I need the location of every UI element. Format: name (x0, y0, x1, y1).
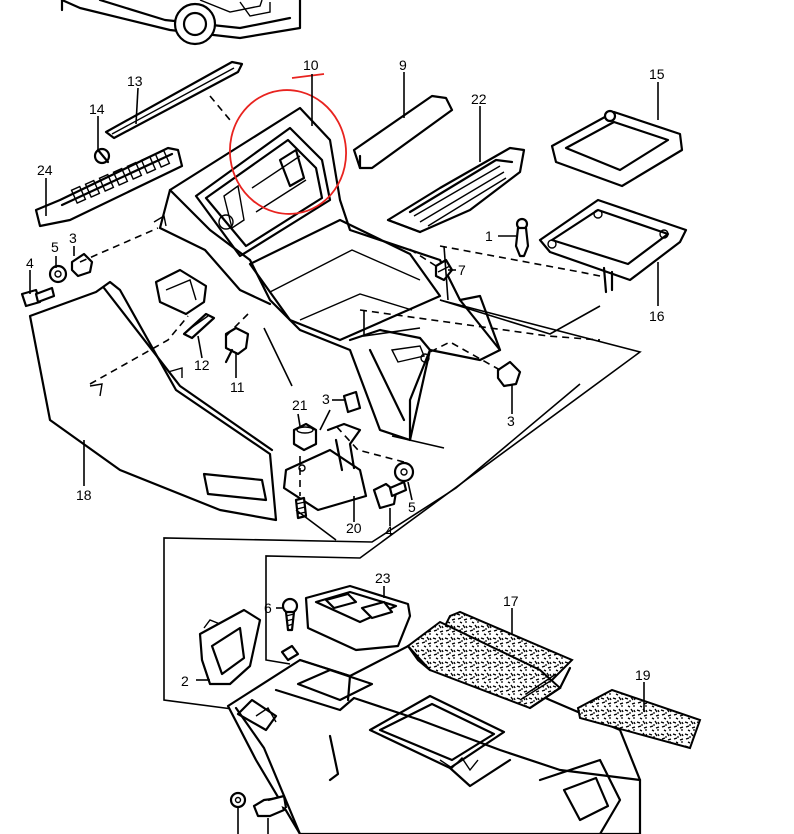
callout-9: 9 (399, 57, 407, 73)
highlight-circle (229, 89, 347, 215)
callout-21: 21 (292, 397, 308, 413)
callout-3b: 3 (322, 391, 330, 407)
callout-4a: 4 (26, 255, 34, 271)
part-3-clip-left (70, 252, 94, 278)
part-11-switch (224, 326, 250, 364)
part-21-nut (292, 422, 318, 452)
part-2-bracket (198, 608, 262, 686)
bottom-screw (252, 794, 288, 818)
callout-23: 23 (375, 570, 391, 586)
bottom-washer (229, 791, 247, 809)
assembly-boundary-lines (163, 245, 642, 711)
part-13-trim-strip (104, 60, 244, 140)
callout-6: 6 (264, 600, 272, 616)
callout-4b: 4 (385, 523, 393, 539)
part-1-knob (514, 217, 530, 258)
part-5-washer-right (393, 461, 415, 483)
part-6-screw (280, 597, 300, 662)
callout-10: 10 (303, 57, 319, 73)
callout-20: 20 (346, 520, 362, 536)
part-22-storage-box (386, 146, 526, 234)
part-20-bracket (282, 390, 368, 512)
callout-16: 16 (649, 308, 665, 324)
callout-24: 24 (37, 162, 53, 178)
part-9-lid (352, 94, 454, 170)
callout-5b: 5 (408, 499, 416, 515)
callout-5a: 5 (51, 239, 59, 255)
callout-1: 1 (485, 228, 493, 244)
part-19-felt-strip (576, 688, 702, 750)
part-23-switch-panel (304, 584, 412, 652)
main-console-body (153, 106, 502, 442)
callout-labels: 10 9 22 15 13 14 24 1 7 4 5 3 16 12 11 2… (26, 57, 665, 689)
callout-15: 15 (649, 66, 665, 82)
highlight-tail (291, 73, 325, 79)
part-3-clip-right (496, 360, 522, 388)
callout-3a: 3 (69, 230, 77, 246)
vehicle-silhouette (60, 0, 302, 46)
callout-3c: 3 (507, 413, 515, 429)
part-4-screw-left (20, 286, 56, 308)
part-16-base-frame (538, 198, 688, 294)
part-24-switch-panel (34, 146, 184, 228)
callout-12: 12 (194, 357, 210, 373)
callout-14: 14 (89, 101, 105, 117)
callout-19: 19 (635, 667, 651, 683)
assembly-lines-upper (79, 95, 601, 496)
part-18-side-panel (28, 280, 278, 522)
lower-console-assembly (226, 638, 642, 834)
part-14-screw (93, 147, 111, 165)
callout-7: 7 (458, 262, 466, 278)
callout-2: 2 (181, 673, 189, 689)
leader-lines (29, 72, 659, 834)
callout-13: 13 (127, 73, 143, 89)
callout-18: 18 (76, 487, 92, 503)
callout-17: 17 (503, 593, 519, 609)
callout-22: 22 (471, 91, 487, 107)
part-15-frame (550, 109, 684, 188)
part-17-felt-inserts (406, 610, 574, 710)
part-12-clip (154, 268, 216, 340)
part-4-screw-right (372, 480, 408, 510)
stud-bolt (294, 496, 308, 520)
part-5-washer-left (48, 264, 68, 284)
callout-11: 11 (230, 379, 245, 395)
